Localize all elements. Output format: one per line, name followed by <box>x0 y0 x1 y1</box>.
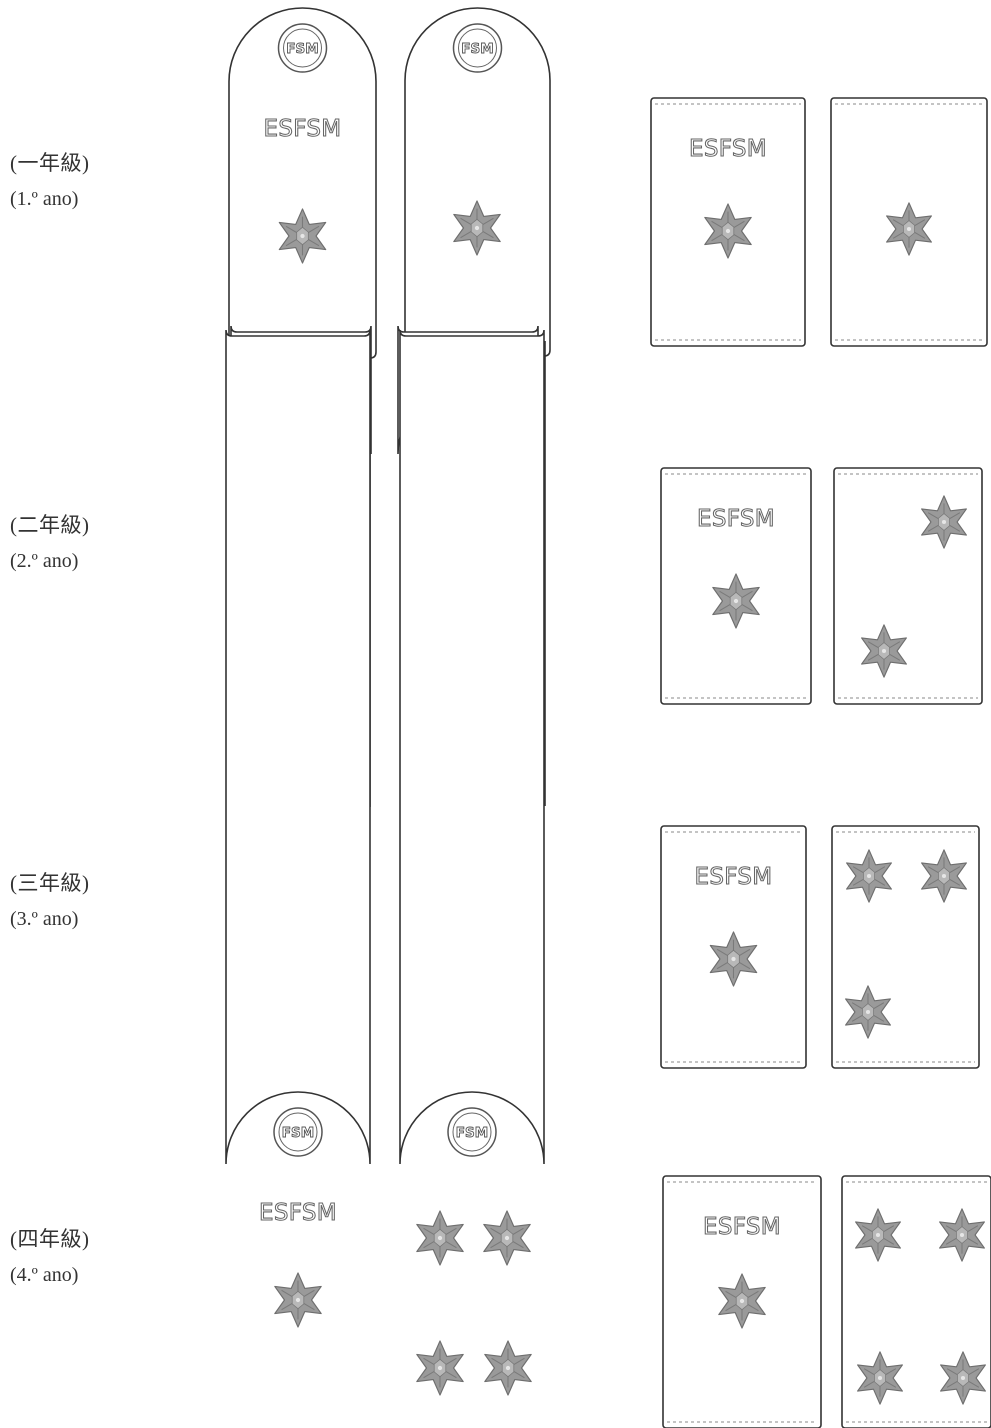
board-text-esfsm: ESFSM <box>697 506 775 532</box>
board-text-esfsm: ESFSM <box>703 1214 781 1240</box>
logo-text: FSM <box>461 41 493 57</box>
fsm-emblem-icon: FSM <box>274 1108 322 1156</box>
board-text-esfsm: ESFSM <box>695 864 773 890</box>
board-text-esfsm: ESFSM <box>264 116 342 142</box>
shoulder-board-row-4-right <box>400 330 544 1164</box>
collar-slip-row-2-right <box>834 468 982 704</box>
six-point-star-icon <box>417 1341 463 1395</box>
fsm-emblem-icon: FSM <box>279 24 327 72</box>
collar-slip-row-3-right <box>832 826 979 1068</box>
shoulder-board-row-4-left <box>226 330 370 1164</box>
fsm-emblem-icon: FSM <box>454 24 502 72</box>
logo-text: FSM <box>286 41 318 57</box>
board-text-esfsm: ESFSM <box>259 1200 337 1226</box>
six-point-star-icon <box>484 1211 530 1265</box>
logo-text: FSM <box>456 1125 488 1141</box>
logo-text: FSM <box>282 1125 314 1141</box>
six-point-star-icon <box>275 1273 321 1327</box>
fsm-emblem-icon: FSM <box>448 1108 496 1156</box>
six-point-star-icon <box>417 1211 463 1265</box>
board-text-esfsm: ESFSM <box>689 136 767 162</box>
six-point-star-icon <box>485 1341 531 1395</box>
